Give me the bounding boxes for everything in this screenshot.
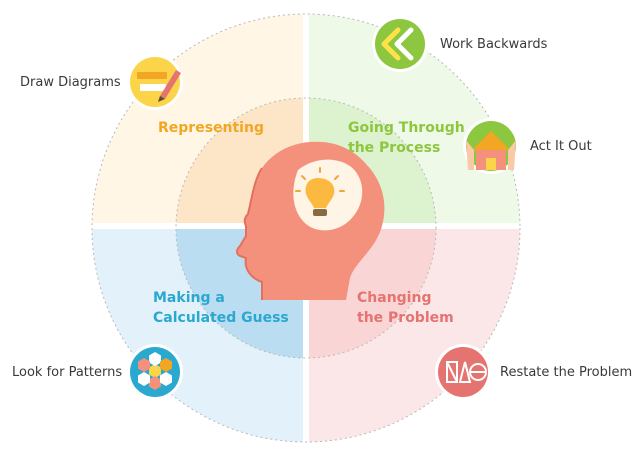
inner-ring bbox=[176, 98, 436, 358]
strategy-label-work-backwards: Work Backwards bbox=[440, 37, 548, 52]
strategy-label-look-for-patterns: Look for Patterns bbox=[12, 365, 123, 380]
quadrant-changing-problem-line2: the Problem bbox=[357, 310, 454, 326]
quadrant-label-calculated-guess: Making a Calculated Guess bbox=[153, 288, 289, 328]
head-lightbulb-icon bbox=[236, 141, 385, 300]
quadrant-label-going-through: Going Through the Process bbox=[348, 118, 465, 158]
strategy-label-draw-diagrams: Draw Diagrams bbox=[20, 75, 121, 90]
shapes-icon bbox=[435, 344, 491, 400]
quadrant-going-through-line2: the Process bbox=[348, 140, 441, 156]
outer-ring-border bbox=[91, 13, 521, 443]
quadrant-representing-text: Representing bbox=[158, 120, 264, 136]
strategy-label-act-it-out: Act It Out bbox=[530, 139, 592, 154]
house-hands-icon bbox=[463, 118, 519, 174]
strategy-label-restate-the-problem: Restate the Problem bbox=[500, 365, 633, 380]
quadrant-label-representing: Representing bbox=[158, 118, 264, 138]
quadrant-label-changing-problem: Changing the Problem bbox=[357, 288, 454, 328]
quadrant-calculated-guess-line1: Making a bbox=[153, 290, 225, 306]
inner-ring-border bbox=[175, 97, 437, 359]
hexagon-pattern-icon bbox=[127, 344, 183, 400]
quadrant-calculated-guess-line2: Calculated Guess bbox=[153, 310, 289, 326]
double-chevron-left-icon bbox=[372, 16, 428, 72]
quadrant-going-through-line1: Going Through bbox=[348, 120, 465, 136]
pencil-ruler-icon bbox=[127, 54, 183, 110]
quadrant-changing-problem-line1: Changing bbox=[357, 290, 432, 306]
